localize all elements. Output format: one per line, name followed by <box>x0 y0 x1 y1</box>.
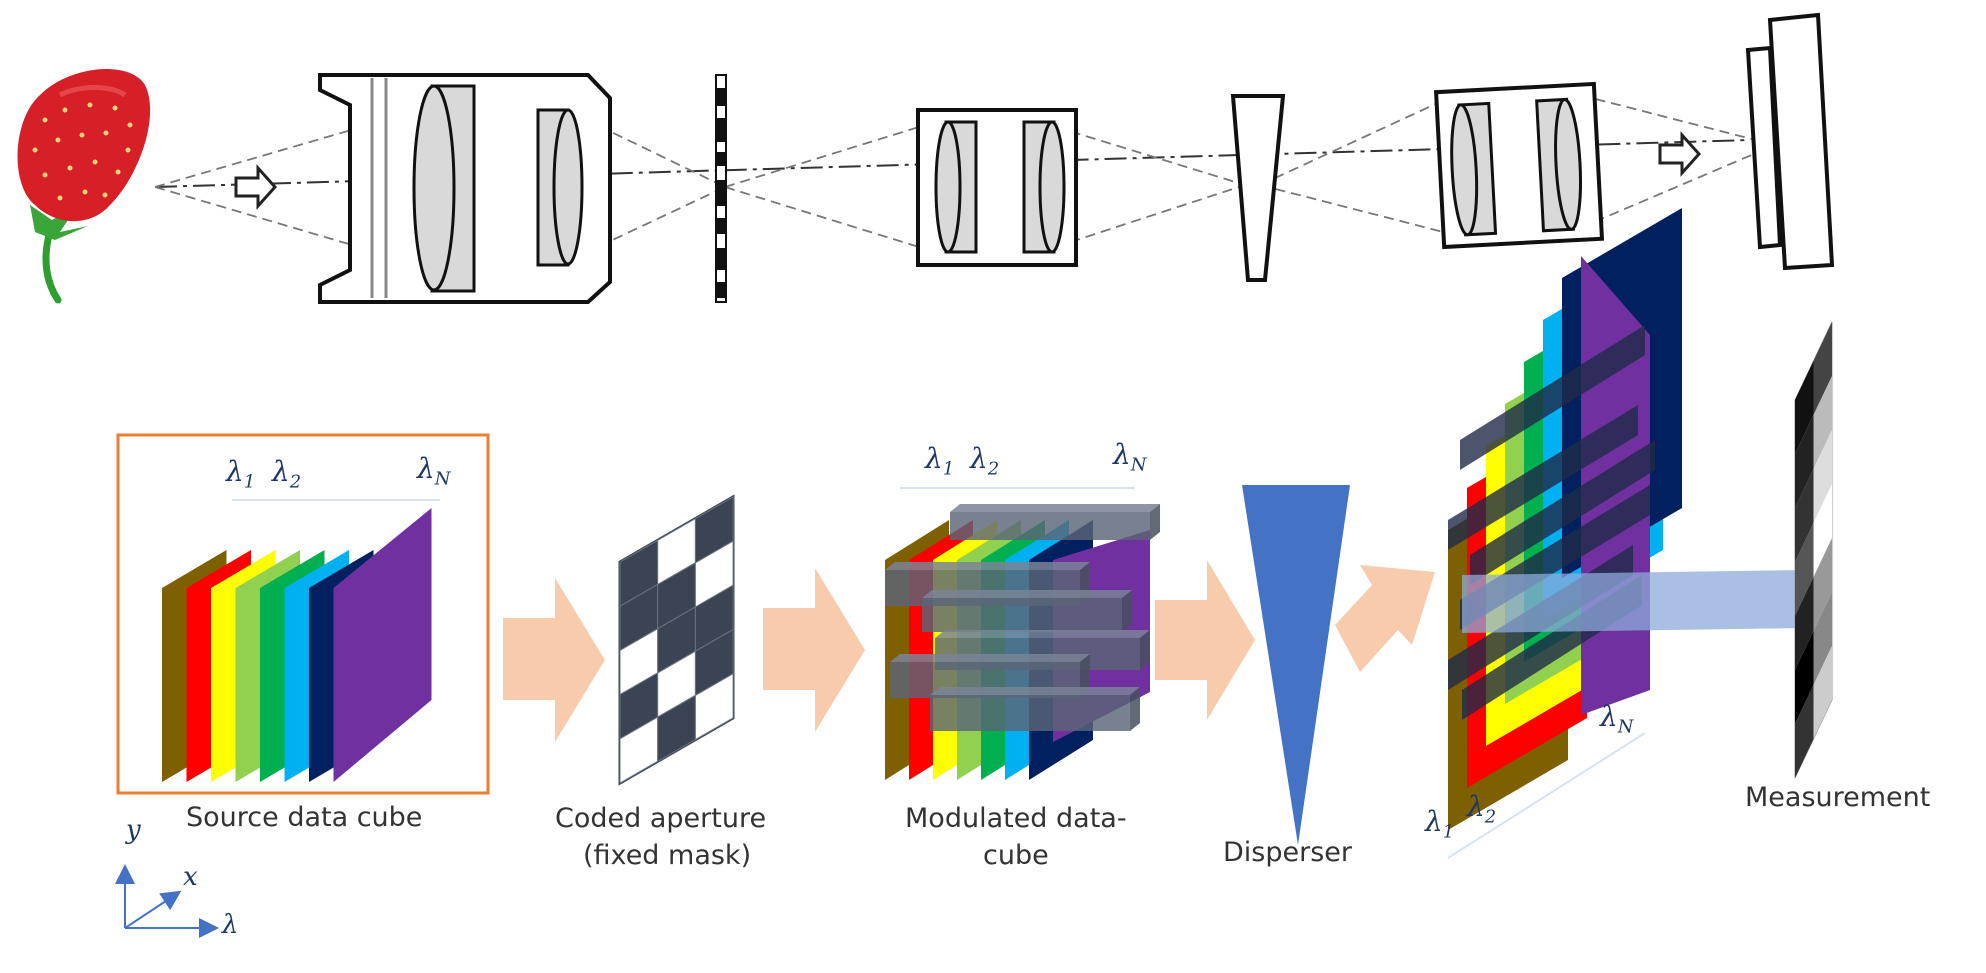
measurement-pixel <box>1813 430 1832 523</box>
mask-block-top <box>935 630 1150 638</box>
lambda-1-label: λ1 <box>925 442 955 480</box>
mask-block-side <box>1150 504 1160 540</box>
modulated-data-cube <box>885 504 1160 780</box>
coordinate-axes <box>115 864 219 938</box>
detector-element <box>1745 12 1835 271</box>
imaging-lens <box>1433 81 1605 250</box>
aperture-label-line2: (fixed mask) <box>583 840 752 871</box>
optical-system <box>17 12 1835 304</box>
measurement-pixel <box>1795 631 1814 724</box>
objective-lens <box>318 73 612 304</box>
measurement-image <box>1794 321 1833 779</box>
measurement-pixel <box>1795 361 1814 454</box>
sheared-block <box>1470 440 1655 585</box>
aperture-label-line1: Coded aperture <box>555 803 767 834</box>
axis-y-label: y <box>126 815 141 845</box>
mask-block-side <box>1130 687 1140 731</box>
measurement-pixel <box>1795 523 1814 616</box>
mask-block-top <box>885 562 1090 570</box>
mask-block-top <box>930 687 1140 695</box>
lambda-1-label: λ1 <box>1425 805 1455 843</box>
spectral-slice <box>333 508 432 782</box>
source-cube-frame <box>116 433 490 795</box>
lambda-2-label: λ2 <box>1467 790 1497 828</box>
lambda-2-label: λ2 <box>272 455 302 493</box>
mask-block <box>930 695 1130 731</box>
axis-x-label: x <box>183 862 198 892</box>
axis-lambda-label: λ <box>222 910 239 940</box>
mask-block-top <box>950 504 1160 512</box>
disperser-prism <box>1242 485 1350 845</box>
measurement-pixel <box>1813 646 1832 739</box>
measurement-pixel <box>1813 376 1832 469</box>
measurement-pixel <box>1795 577 1814 670</box>
modulated-label-line1: Modulated data- <box>905 803 1127 834</box>
mask-block <box>950 512 1150 540</box>
measurement-pixel <box>1813 538 1832 631</box>
lambda-n-label: λN <box>1600 700 1634 738</box>
measurement-pixel <box>1813 322 1832 415</box>
coded-aperture-mask <box>618 494 735 786</box>
projection-beam <box>1462 570 1805 633</box>
measurement-pixel <box>1795 415 1814 508</box>
direction-arrow-icon <box>1658 131 1702 177</box>
mask-block-side <box>1122 590 1132 632</box>
relay-lens <box>916 108 1078 267</box>
mask-block-side <box>1140 630 1150 670</box>
lambda-1-label: λ1 <box>226 455 256 493</box>
flow-arrow <box>763 568 865 732</box>
sheared-data-cube <box>1447 208 1682 859</box>
mask-block-top <box>922 590 1132 598</box>
source-data-cube <box>162 508 432 782</box>
flow-arrow <box>503 578 605 742</box>
lambda-n-label: λN <box>1113 438 1147 476</box>
direction-arrow-icon <box>234 164 278 210</box>
flow-arrow <box>1335 565 1435 672</box>
coded-aperture-element <box>715 74 727 303</box>
strawberry-icon <box>17 68 151 304</box>
sheared-block <box>1460 325 1645 470</box>
flow-arrow <box>1155 560 1255 720</box>
mask-block-top <box>890 654 1090 662</box>
disperser-label: Disperser <box>1223 837 1352 868</box>
modulated-label-line2: cube <box>983 840 1049 871</box>
measurement-pixel <box>1813 592 1832 685</box>
mask-cell-open <box>694 672 734 741</box>
sheared-block <box>1448 405 1638 550</box>
prism-element <box>1230 94 1286 282</box>
measurement-pixel <box>1813 484 1832 577</box>
measurement-pixel <box>1795 469 1814 562</box>
lambda-2-label: λ2 <box>970 442 1000 480</box>
measurement-label: Measurement <box>1745 782 1931 813</box>
source-label: Source data cube <box>186 802 423 833</box>
measurement-pixel <box>1795 685 1814 778</box>
mask-block <box>922 598 1122 632</box>
lambda-n-label: λN <box>417 452 451 490</box>
